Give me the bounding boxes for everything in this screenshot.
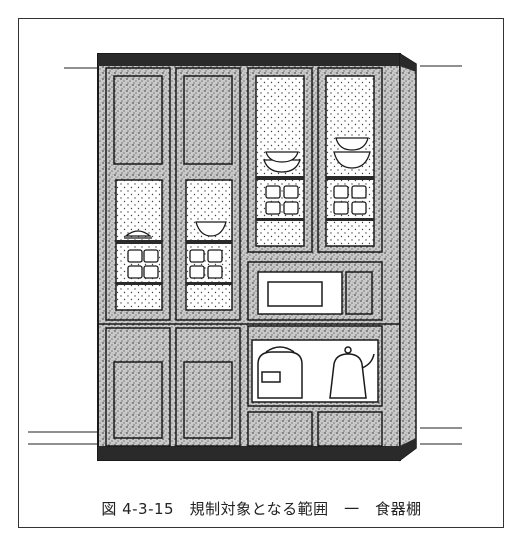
lower-doors — [98, 323, 400, 447]
figure-frame — [18, 18, 504, 528]
shelves — [116, 176, 374, 285]
microwave-niche — [247, 261, 383, 321]
tableware — [124, 137, 371, 279]
figure-caption: 図 4-3-15 規制対象となる範囲 一 食器棚 — [101, 500, 422, 518]
appliance-shelf — [247, 325, 383, 407]
wall-lines — [28, 65, 462, 445]
